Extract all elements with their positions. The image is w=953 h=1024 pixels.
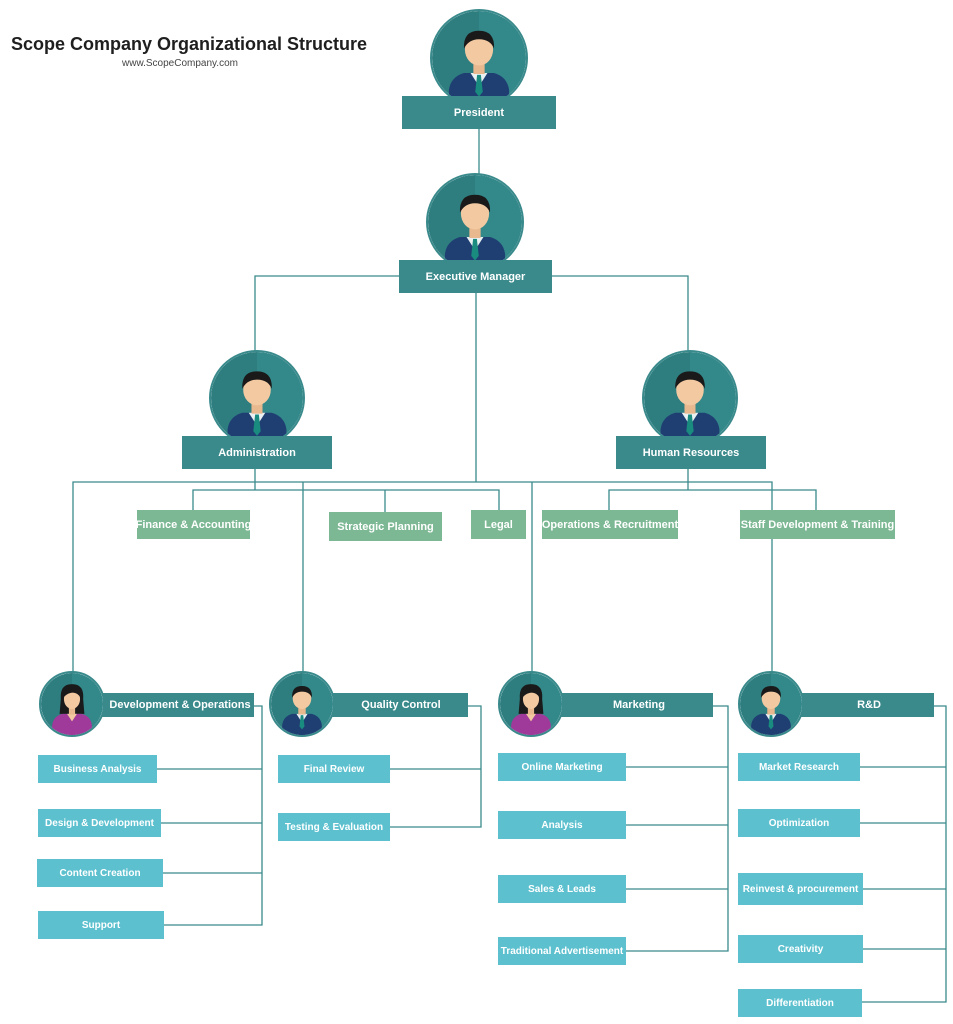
admin-unit-strategic-planning[interactable]: Strategic Planning (329, 512, 442, 541)
executive-manager-avatar-icon (426, 173, 524, 271)
quality-control-avatar-icon (269, 671, 335, 737)
dev-ops-item-business-analysis[interactable]: Business Analysis (38, 755, 157, 783)
hr-unit-staff-development[interactable]: Staff Development & Training (740, 510, 895, 539)
rnd-item-optimization[interactable]: Optimization (738, 809, 860, 837)
chart-title: Scope Company Organizational Structure (11, 34, 368, 54)
human-resources-box[interactable]: Human Resources (616, 436, 766, 469)
marketing-item-analysis[interactable]: Analysis (498, 811, 626, 839)
administration-box[interactable]: Administration (182, 436, 332, 469)
hr-unit-operations-recruitment[interactable]: Operations & Recruitment (542, 510, 678, 539)
dev-ops-item-design-development[interactable]: Design & Development (38, 809, 161, 837)
admin-unit-legal[interactable]: Legal (471, 510, 526, 539)
executive-manager-box[interactable]: Executive Manager (399, 260, 552, 293)
marketing-item-traditional-advertisement[interactable]: Traditional Advertisement (498, 937, 626, 965)
rnd-avatar-icon (738, 671, 804, 737)
department-dev-ops[interactable]: Development & Operations (86, 693, 254, 717)
qc-item-testing-evaluation[interactable]: Testing & Evaluation (278, 813, 390, 841)
marketing-item-sales-leads[interactable]: Sales & Leads (498, 875, 626, 903)
human-resources-avatar-icon (642, 350, 738, 446)
marketing-item-online-marketing[interactable]: Online Marketing (498, 753, 626, 781)
marketing-avatar-icon (498, 671, 564, 737)
dev-ops-item-support[interactable]: Support (38, 911, 164, 939)
qc-item-final-review[interactable]: Final Review (278, 755, 390, 783)
rnd-item-market-research[interactable]: Market Research (738, 753, 860, 781)
chart-subtitle: www.ScopeCompany.com (122, 58, 238, 69)
president-avatar-icon (430, 9, 528, 107)
department-marketing[interactable]: Marketing (547, 693, 713, 717)
department-quality-control[interactable]: Quality Control (316, 693, 468, 717)
department-rnd[interactable]: R&D (786, 693, 934, 717)
rnd-item-differentiation[interactable]: Differentiation (738, 989, 862, 1017)
rnd-item-reinvest-procurement[interactable]: Reinvest & procurement (738, 873, 863, 905)
dev-ops-avatar-icon (39, 671, 105, 737)
rnd-item-creativity[interactable]: Creativity (738, 935, 863, 963)
admin-unit-finance[interactable]: Finance & Accounting (136, 510, 251, 539)
dev-ops-item-content-creation[interactable]: Content Creation (37, 859, 163, 887)
president-box[interactable]: President (402, 96, 556, 129)
administration-avatar-icon (209, 350, 305, 446)
